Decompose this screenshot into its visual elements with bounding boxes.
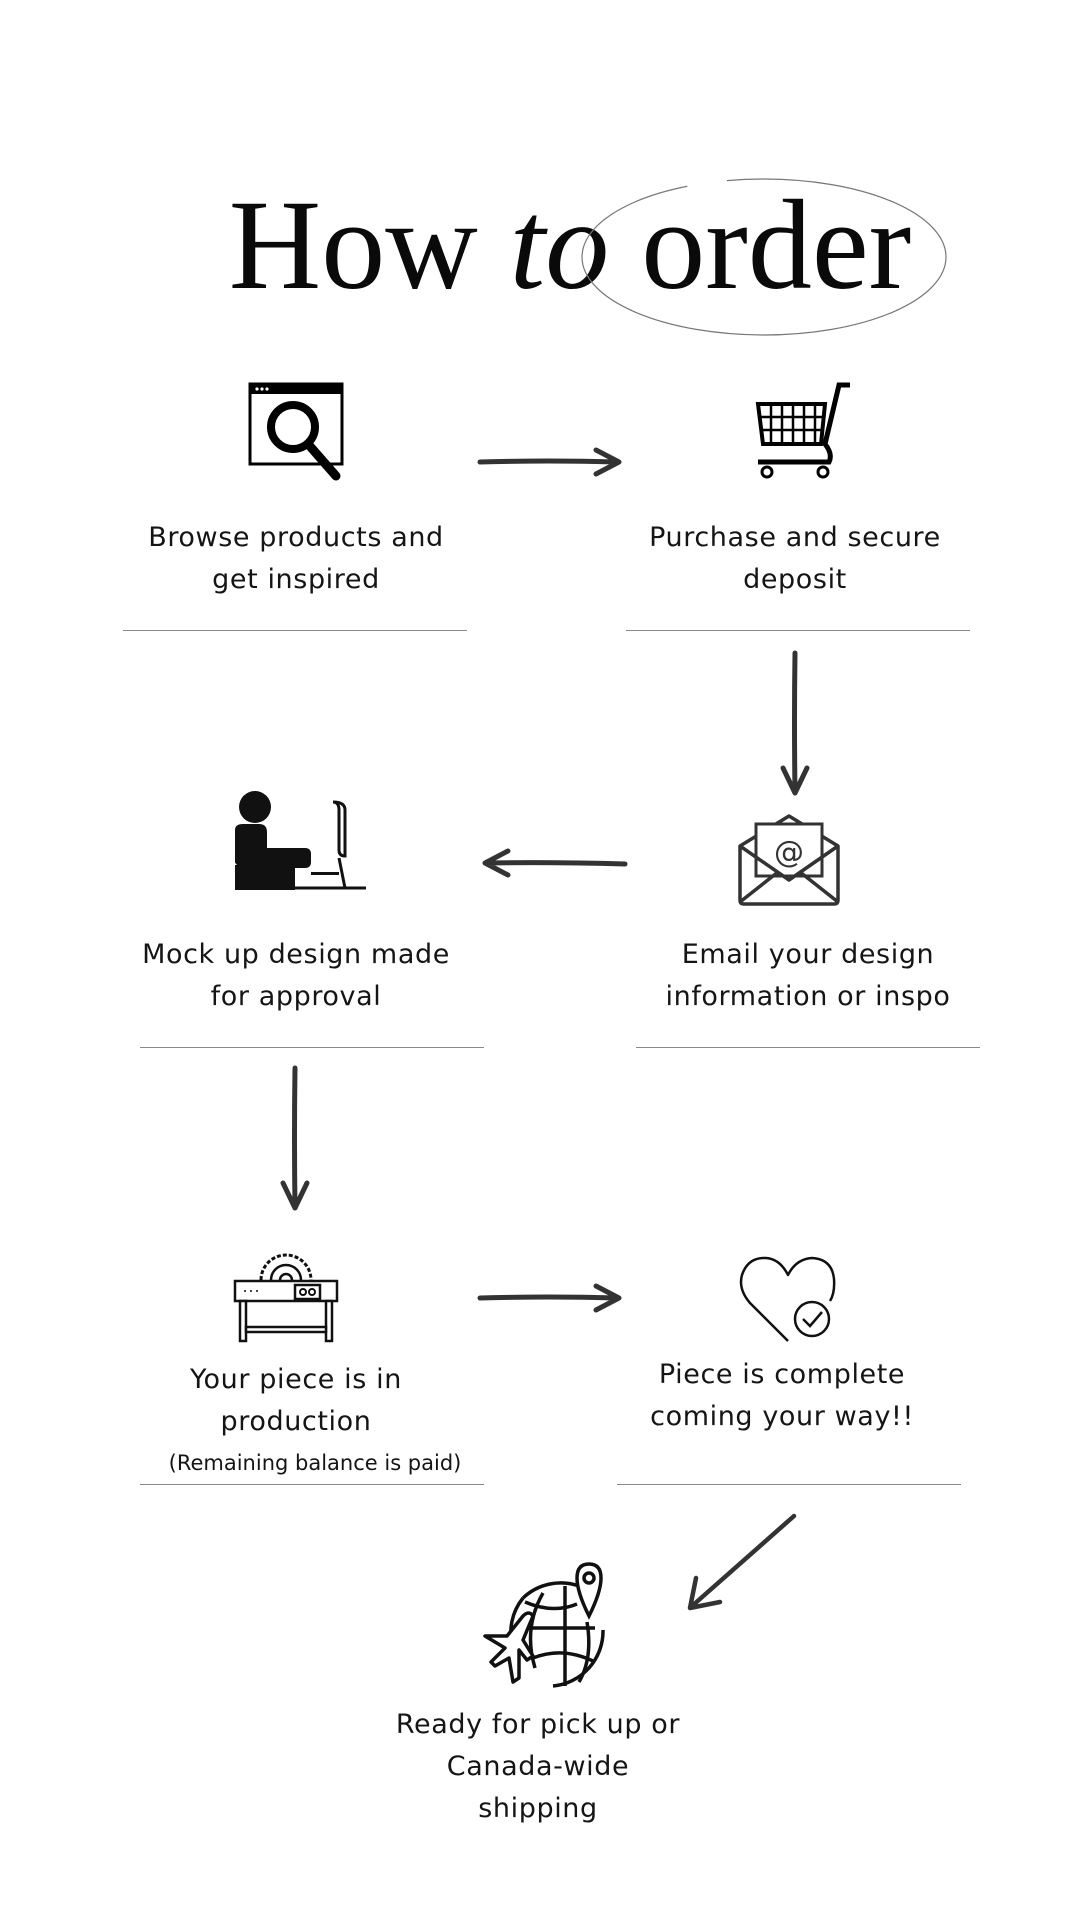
- divider: [140, 1484, 484, 1485]
- heart-check-icon: [739, 1256, 836, 1342]
- step-text-line: deposit: [743, 564, 847, 595]
- shopping-cart-icon: [755, 382, 850, 479]
- arrow-down-icon: [280, 1065, 310, 1211]
- page-title: How to order: [0, 170, 1080, 320]
- title-how: How: [228, 174, 478, 316]
- step-purchase: Purchase and secure deposit: [585, 517, 1005, 601]
- step-text-line: Purchase and secure: [649, 522, 941, 553]
- step-text-line: Piece is complete: [658, 1359, 906, 1390]
- step-text-line: Email your design: [681, 939, 935, 970]
- step-mockup: Mock up design made for approval: [86, 934, 506, 1018]
- step-browse: Browse products and get inspired: [86, 517, 506, 601]
- step-text-line: Mock up design made: [142, 939, 450, 970]
- step-text-line: shipping: [478, 1793, 598, 1824]
- step-text-line: get inspired: [212, 564, 380, 595]
- divider: [626, 630, 970, 631]
- step-text-line: Your piece is in: [190, 1364, 402, 1395]
- step-text-line: for approval: [210, 981, 382, 1012]
- email-envelope-icon: @: [738, 814, 840, 906]
- title-to: to: [509, 174, 610, 316]
- browser-search-icon: [248, 382, 344, 481]
- step-production: Your piece is in production: [86, 1359, 506, 1443]
- arrow-left-icon: [482, 848, 628, 878]
- step-text-line: information or inspo: [665, 981, 951, 1012]
- step-email: Email your design information or inspo: [598, 934, 1018, 1018]
- arrow-right-icon: [477, 1283, 622, 1313]
- step-complete: Piece is complete coming your way!!: [572, 1354, 992, 1438]
- step-text-line: Ready for pick up or: [395, 1709, 681, 1740]
- step-shipping: Ready for pick up or Canada-wide shippin…: [328, 1704, 748, 1830]
- divider: [140, 1047, 484, 1048]
- step-text-line: Canada-wide: [446, 1751, 630, 1782]
- arrow-right-icon: [477, 447, 622, 477]
- person-at-computer-icon: [235, 791, 366, 890]
- title-order: order: [641, 174, 912, 316]
- step-text-line: production: [220, 1406, 372, 1437]
- divider: [636, 1047, 980, 1048]
- step-text-line: Browse products and: [148, 522, 444, 553]
- divider: [123, 630, 467, 631]
- divider: [617, 1484, 961, 1485]
- step-text-line: coming your way!!: [650, 1401, 914, 1432]
- arrow-diagonal-down-left-icon: [687, 1513, 797, 1611]
- table-saw-icon: [233, 1253, 339, 1343]
- svg-text:@: @: [774, 835, 804, 870]
- title-ellipse-decoration: [581, 178, 947, 336]
- globe-plane-pin-icon: [483, 1562, 605, 1688]
- step-production-note: (Remaining balance is paid): [168, 1451, 462, 1475]
- arrow-down-icon: [780, 650, 810, 796]
